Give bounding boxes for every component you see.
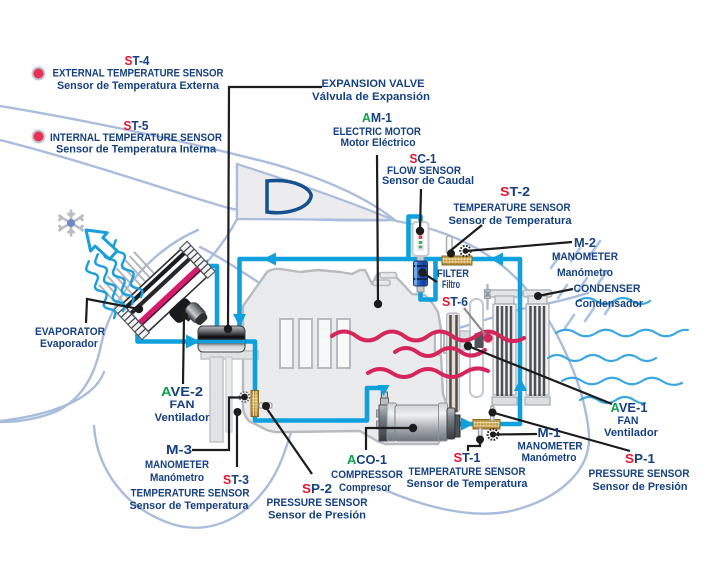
svg-text:Manómetro: Manómetro	[522, 452, 577, 464]
svg-text:TEMPERATURE SENSOR: TEMPERATURE SENSOR	[454, 202, 571, 214]
svg-text:MANOMETER: MANOMETER	[145, 459, 209, 471]
svg-text:Sensor de Temperatura: Sensor de Temperatura	[130, 500, 250, 512]
svg-text:FAN: FAN	[170, 399, 195, 411]
svg-text:M-3: M-3	[166, 443, 192, 457]
svg-text:Evaporador: Evaporador	[40, 338, 99, 350]
svg-text:Manómetro: Manómetro	[557, 267, 613, 279]
svg-text:SP-2: SP-2	[302, 482, 332, 496]
svg-text:Sensor de Temperatura: Sensor de Temperatura	[449, 215, 573, 227]
svg-text:PRESSURE SENSOR: PRESSURE SENSOR	[267, 497, 368, 509]
svg-text:Ventilador: Ventilador	[155, 412, 211, 424]
svg-text:Manómetro: Manómetro	[150, 472, 204, 484]
svg-text:Filtro: Filtro	[442, 279, 460, 291]
svg-text:PRESSURE SENSOR: PRESSURE SENSOR	[589, 468, 690, 480]
svg-text:Sensor de Caudal: Sensor de Caudal	[382, 175, 474, 187]
svg-text:EXTERNAL TEMPERATURE SENSOR: EXTERNAL TEMPERATURE SENSOR	[53, 68, 224, 80]
svg-text:EXPANSION VALVE: EXPANSION VALVE	[322, 78, 425, 90]
svg-text:AM-1: AM-1	[362, 111, 392, 125]
svg-text:ELECTRIC MOTOR: ELECTRIC MOTOR	[333, 126, 421, 138]
svg-text:ST-6: ST-6	[442, 295, 468, 309]
svg-text:Ventilador: Ventilador	[604, 427, 659, 439]
svg-text:MANOMETER: MANOMETER	[518, 441, 583, 453]
svg-text:ST-2: ST-2	[500, 185, 530, 199]
svg-text:Sensor de Temperatura Interna: Sensor de Temperatura Interna	[56, 144, 217, 156]
svg-text:M-2: M-2	[574, 236, 596, 250]
svg-text:FLOW SENSOR: FLOW SENSOR	[387, 165, 461, 177]
svg-text:M-1: M-1	[538, 426, 561, 440]
svg-text:Compresor: Compresor	[339, 482, 392, 494]
svg-text:Condensador: Condensador	[575, 298, 644, 310]
svg-text:ST-1: ST-1	[454, 451, 481, 465]
svg-text:ST-3: ST-3	[223, 473, 249, 487]
svg-text:AVE-2: AVE-2	[161, 385, 203, 399]
svg-text:Sensor de Presión: Sensor de Presión	[593, 481, 688, 493]
svg-text:FILTER: FILTER	[437, 268, 469, 280]
svg-text:CONDENSER: CONDENSER	[574, 283, 641, 295]
svg-text:EVAPORATOR: EVAPORATOR	[35, 326, 105, 338]
svg-text:AVE-1: AVE-1	[611, 401, 648, 415]
svg-text:SC-1: SC-1	[410, 152, 437, 166]
svg-text:SP-1: SP-1	[625, 452, 655, 466]
svg-text:ACO-1: ACO-1	[347, 453, 387, 467]
svg-text:COMPRESSOR: COMPRESSOR	[331, 469, 403, 481]
svg-text:TEMPERATURE SENSOR: TEMPERATURE SENSOR	[131, 488, 250, 500]
svg-text:TEMPERATURE SENSOR: TEMPERATURE SENSOR	[409, 466, 526, 478]
svg-text:Motor Eléctrico: Motor Eléctrico	[341, 137, 416, 149]
svg-text:Sensor de Temperatura: Sensor de Temperatura	[407, 478, 529, 490]
svg-text:ST-4: ST-4	[125, 54, 150, 68]
svg-text:INTERNAL TEMPERATURE SENSOR: INTERNAL TEMPERATURE SENSOR	[50, 132, 222, 144]
svg-text:Sensor de Presión: Sensor de Presión	[268, 510, 366, 522]
svg-text:Válvula de Expansión: Válvula de Expansión	[312, 91, 430, 103]
svg-text:MANOMETER: MANOMETER	[552, 251, 618, 263]
svg-text:Sensor de Temperatura Externa: Sensor de Temperatura Externa	[57, 80, 220, 92]
svg-text:ST-5: ST-5	[124, 119, 149, 133]
svg-text:FAN: FAN	[618, 415, 639, 427]
